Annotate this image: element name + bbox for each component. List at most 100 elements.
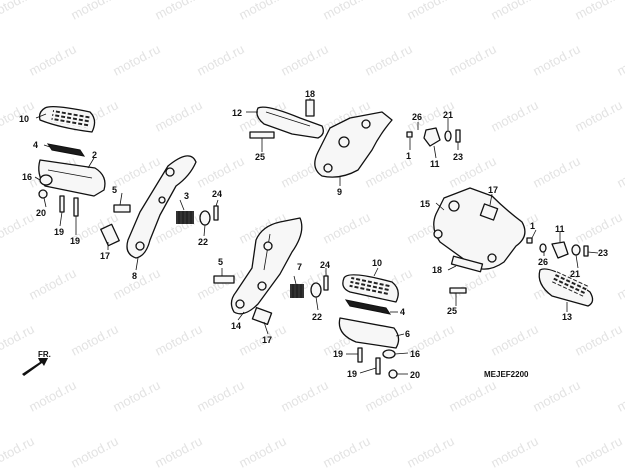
top-right-hardware (406, 118, 461, 159)
callout-23: 23 (453, 152, 463, 162)
callout-6: 6 (405, 329, 410, 339)
left-rider-footpeg-assembly (213, 217, 409, 379)
bracket-11-top (423, 127, 441, 147)
step-body-center (338, 317, 400, 349)
right-rear-footpeg-assembly (433, 187, 599, 312)
pin-19-c (357, 347, 363, 363)
callout-12: 12 (232, 108, 242, 118)
callout-17: 17 (100, 251, 110, 261)
callout-19: 19 (333, 349, 343, 359)
callout-26: 26 (538, 257, 548, 267)
washer-20-center (388, 369, 398, 379)
washer-26-right (539, 243, 547, 253)
callout-15: 15 (420, 199, 430, 209)
callout-21: 21 (570, 269, 580, 279)
callout-17: 17 (488, 185, 498, 195)
callout-5: 5 (218, 257, 223, 267)
step-plate-center (344, 299, 392, 315)
watermark-text: motod.ru (0, 209, 37, 246)
left-rear-step-bracket (100, 155, 219, 271)
pin-19-d (375, 357, 381, 375)
watermark-text: motod.ru (26, 265, 78, 302)
watermark-text: motod.ru (278, 377, 330, 414)
step-plate-left-rear (46, 143, 86, 157)
watermark-text: motod.ru (572, 97, 624, 134)
bolt-25-right (449, 287, 467, 294)
callout-19: 19 (70, 236, 80, 246)
washer-22-left (199, 210, 211, 226)
pin-19-b (73, 197, 79, 217)
callout-9: 9 (337, 187, 342, 197)
bolt-17-right (479, 203, 499, 221)
watermark-text: motod.ru (320, 433, 372, 468)
callout-3: 3 (184, 191, 189, 201)
watermark-text: motod.ru (152, 97, 204, 134)
callout-10: 10 (372, 258, 382, 268)
bolt-18-right (450, 255, 484, 273)
callout-13: 13 (562, 312, 572, 322)
step-bracket-9 (314, 111, 393, 178)
watermark-text: motod.ru (110, 41, 162, 78)
watermark-text: motod.ru (68, 321, 120, 358)
washer-20-left (38, 189, 48, 199)
callout-7: 7 (297, 262, 302, 272)
callout-19: 19 (347, 369, 357, 379)
callout-1: 1 (406, 151, 411, 161)
watermark-text: motod.ru (488, 433, 540, 468)
watermark-text: motod.ru (236, 433, 288, 468)
watermark-text: motod.ru (320, 0, 372, 23)
pin-23-top (455, 129, 461, 143)
step-bracket-14 (230, 217, 303, 315)
callout-26: 26 (412, 112, 422, 122)
watermark-text: motod.ru (110, 377, 162, 414)
watermark-text: motod.ru (530, 41, 582, 78)
watermark-text: motod.ru (362, 377, 414, 414)
callout-16: 16 (22, 172, 32, 182)
callout-11: 11 (430, 159, 440, 169)
callout-11: 11 (555, 224, 565, 234)
callout-18: 18 (432, 265, 442, 275)
watermark-text: motod.ru (488, 321, 540, 358)
watermark-text: motod.ru (572, 433, 624, 468)
watermark-text: motod.ru (26, 41, 78, 78)
collar-16-left (39, 174, 53, 186)
watermark-text: motod.ru (26, 377, 78, 414)
watermark-text: motod.ru (614, 41, 625, 78)
bolt-25-top (249, 131, 275, 139)
rider-step-12 (256, 106, 324, 139)
watermark-text: motod.ru (194, 377, 246, 414)
watermark-text: motod.ru (278, 41, 330, 78)
callout-23: 23 (598, 248, 608, 258)
washer-21-top (444, 130, 452, 142)
watermark-text: motod.ru (446, 377, 498, 414)
watermark-text: motod.ru (488, 0, 540, 23)
spring-3 (176, 211, 194, 224)
watermark-text: motod.ru (362, 41, 414, 78)
callout-5: 5 (112, 185, 117, 195)
step-bracket-15 (433, 187, 526, 270)
callout-14: 14 (231, 321, 241, 331)
watermark-text: motod.ru (488, 97, 540, 134)
callout-1: 1 (530, 221, 535, 231)
bolt-17-center (251, 306, 273, 326)
spring-7 (290, 284, 304, 298)
watermark-text: motod.ru (572, 209, 624, 246)
watermark-text: motod.ru (404, 433, 456, 468)
watermark-text: motod.ru (152, 321, 204, 358)
bolt-5-left (113, 204, 131, 213)
callout-25: 25 (255, 152, 265, 162)
watermark-text: motod.ru (320, 209, 372, 246)
watermark-text: motod.ru (68, 433, 120, 468)
washer-22-center (310, 282, 322, 298)
callout-19: 19 (54, 227, 64, 237)
watermark-text: motod.ru (614, 377, 625, 414)
callout-10: 10 (19, 114, 29, 124)
bracket-11-right (551, 241, 569, 259)
watermark-text: motod.ru (530, 153, 582, 190)
callout-4: 4 (33, 140, 38, 150)
right-rider-footpeg-assembly (246, 98, 393, 186)
callout-24: 24 (212, 189, 222, 199)
callout-25: 25 (447, 306, 457, 316)
